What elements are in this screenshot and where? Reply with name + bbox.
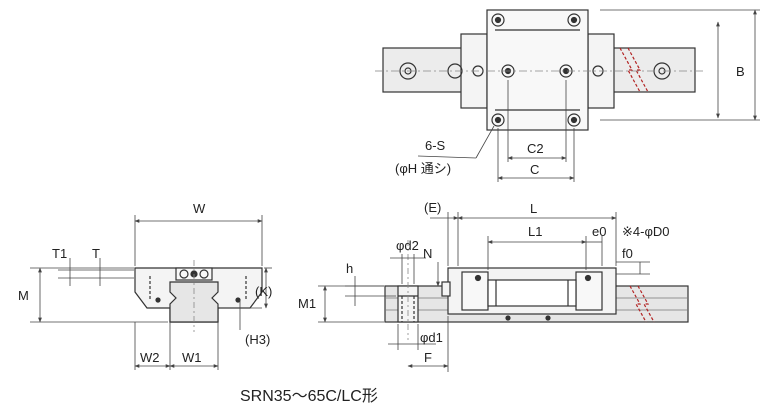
- label-f: F: [424, 350, 432, 365]
- label-k: (K): [255, 284, 272, 299]
- label-b: B: [736, 64, 745, 79]
- label-e0: e0: [592, 224, 606, 239]
- label-c: C: [530, 162, 539, 177]
- label-l1: L1: [528, 224, 542, 239]
- label-6-s: 6-S: [425, 138, 446, 153]
- label-h3: (H3): [245, 332, 270, 347]
- label-n: N: [423, 246, 432, 261]
- label-w2: W2: [140, 350, 160, 365]
- label-e: (E): [424, 200, 441, 215]
- label-c2: C2: [527, 141, 544, 156]
- label-l: L: [530, 201, 537, 216]
- label-d0: ※4-φD0: [622, 224, 670, 239]
- label-w1: W1: [182, 350, 202, 365]
- label-phi-h: (φH 通シ): [395, 161, 451, 176]
- label-t1: T1: [52, 246, 67, 261]
- label-h: h: [346, 261, 353, 276]
- side-view: [318, 212, 689, 372]
- block-mounting-holes: [491, 13, 581, 127]
- label-w: W: [193, 201, 206, 216]
- label-d1: φd1: [420, 330, 443, 345]
- leader-s: [475, 125, 495, 159]
- label-d2: φd2: [396, 238, 419, 253]
- top-view: [375, 9, 760, 182]
- label-f0: f0: [622, 246, 633, 261]
- label-t: T: [92, 246, 100, 261]
- label-m: M: [18, 288, 29, 303]
- figure-caption: SRN35～65C/LC形: [240, 387, 378, 405]
- front-view: [30, 215, 272, 370]
- label-m1: M1: [298, 296, 316, 311]
